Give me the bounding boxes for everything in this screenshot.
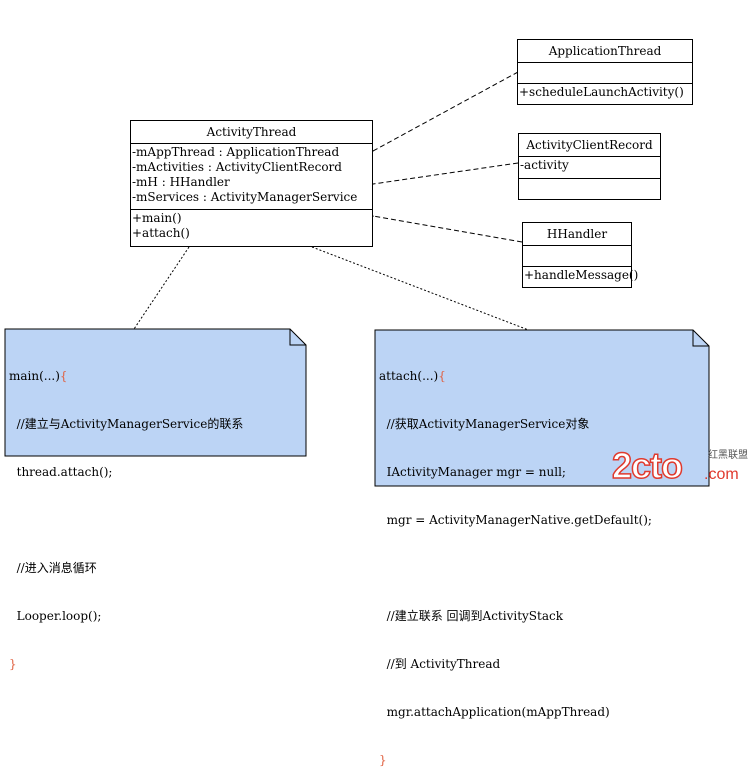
note-line: }	[379, 753, 387, 767]
class-name: ActivityThread	[131, 121, 372, 144]
connector-layer	[4, 71, 710, 487]
operation-row: +scheduleLaunchActivity()	[519, 85, 684, 99]
attribute-row: -mAppThread : ApplicationThread	[132, 145, 340, 159]
main-note: main(...){ //建立与ActivityManagerService的联…	[9, 336, 243, 688]
operations-section: +handleMessage()	[523, 267, 639, 288]
note-line: //建立与ActivityManagerService的联系	[9, 417, 244, 431]
attribute-row: -mH : HHandler	[132, 175, 230, 189]
main-note-shape	[4, 328, 307, 457]
note-line: main(...){	[9, 369, 68, 383]
note-line	[379, 560, 652, 576]
class-applicationthread: ApplicationThread +scheduleLaunchActivit…	[517, 39, 693, 105]
watermark-brand: 2cto	[611, 445, 684, 487]
dependency-arrow-applicationthread	[373, 71, 519, 151]
note-line	[9, 512, 243, 528]
note-line: //进入消息循环	[9, 561, 97, 575]
class-name: ApplicationThread	[518, 40, 692, 63]
note-line: thread.attach();	[9, 465, 113, 479]
note-line: mgr.attachApplication(mAppThread)	[379, 705, 610, 719]
attributes-section: -mAppThread : ApplicationThread -mActivi…	[131, 144, 372, 210]
operation-row: +main()	[132, 211, 182, 225]
note-line: attach(...){	[379, 369, 446, 383]
note-line: Looper.loop();	[9, 609, 102, 623]
operations-section: +scheduleLaunchActivity()	[518, 84, 692, 105]
operation-row: +attach()	[132, 226, 190, 240]
note-line: //到 ActivityThread	[379, 657, 501, 671]
operations-section	[519, 179, 660, 200]
attributes-section	[523, 246, 631, 267]
attach-note-shape	[374, 329, 710, 487]
dependency-arrow-activityclientrecord	[373, 162, 519, 184]
watermark-side-text: 红黑联盟	[708, 450, 748, 461]
attributes-section	[518, 63, 692, 84]
attach-note: attach(...){ //获取ActivityManagerService对…	[379, 336, 652, 784]
note-line: IActivityManager mgr = null;	[379, 465, 566, 479]
note-line: //获取ActivityManagerService对象	[379, 417, 590, 431]
watermark-logo: 2cto .com 红黑联盟	[611, 445, 755, 492]
class-hhandler: HHandler +handleMessage()	[522, 222, 639, 288]
operation-row: +handleMessage()	[524, 268, 639, 282]
class-activitythread: ActivityThread -mAppThread : Application…	[130, 120, 373, 247]
dependency-arrow-hhandler	[373, 216, 523, 243]
attribute-row: -mServices : ActivityManagerService	[132, 190, 358, 204]
operations-section: +main() +attach()	[131, 210, 372, 246]
watermark-domain: .com	[704, 466, 739, 483]
class-name: HHandler	[523, 223, 631, 246]
note-line: //建立联系 回调到ActivityStack	[379, 609, 563, 623]
note-link-main	[129, 246, 190, 336]
attribute-row: -activity	[520, 158, 569, 172]
note-line: }	[9, 657, 17, 671]
note-line: mgr = ActivityManagerNative.getDefault()…	[379, 513, 652, 527]
note-link-attach	[311, 246, 553, 340]
attribute-row: -mActivities : ActivityClientRecord	[132, 160, 342, 174]
class-activityclientrecord: ActivityClientRecord -activity	[518, 133, 661, 200]
attributes-section: -activity	[519, 157, 660, 179]
class-name: ActivityClientRecord	[519, 134, 660, 157]
